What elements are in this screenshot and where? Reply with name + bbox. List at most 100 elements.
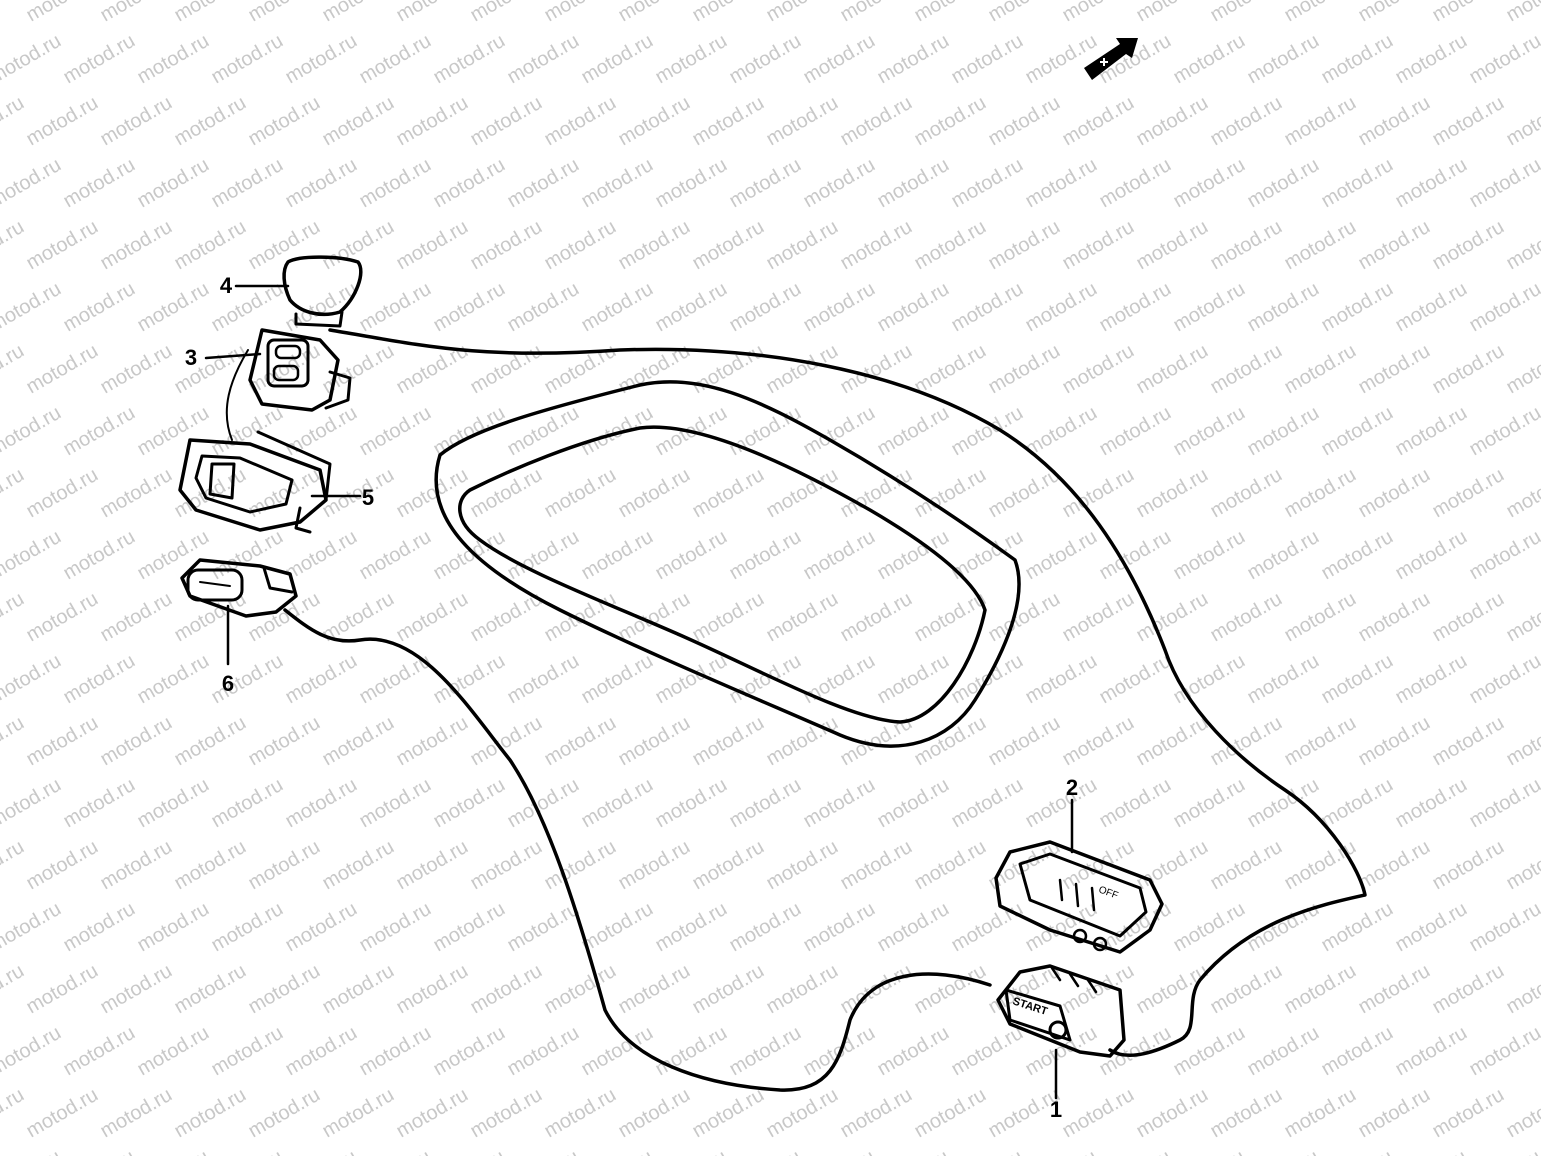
watermark-text: motod.ru [1244,898,1323,957]
part-6-switch [180,558,298,618]
watermark-text: motod.ru [245,960,324,1019]
watermark-text: motod.ru [1466,774,1541,833]
watermark-text: motod.ru [689,588,768,647]
watermark-text: motod.ru [541,216,620,275]
watermark-text: motod.ru [874,898,953,957]
watermark-text: motod.ru [578,278,657,337]
watermark-text: motod.ru [1244,278,1323,337]
watermark-text: motod.ru [1503,712,1541,771]
front-arrow-icon [1084,38,1138,80]
watermark-text: motod.ru [985,216,1064,275]
watermark-text: motod.ru [245,1084,324,1143]
watermark-text: motod.ru [97,1084,176,1143]
watermark-text: motod.ru [1392,278,1471,337]
watermark-text: motod.ru [541,712,620,771]
watermark-text: motod.ru [393,216,472,275]
watermark-text: motod.ru [763,836,842,895]
watermark-text: motod.ru [208,1146,287,1156]
watermark-text: motod.ru [985,92,1064,151]
watermark-text: motod.ru [578,402,657,461]
watermark-text: motod.ru [615,92,694,151]
watermark-text: motod.ru [171,960,250,1019]
watermark-text: motod.ru [541,0,620,26]
watermark-text: motod.ru [1059,464,1138,523]
watermark-text: motod.ru [0,216,28,275]
watermark-text: motod.ru [208,1022,287,1081]
watermark-text: motod.ru [1170,526,1249,585]
watermark-text: motod.ru [134,526,213,585]
watermark-text: motod.ru [0,712,28,771]
watermark-text: motod.ru [837,92,916,151]
watermark-text: motod.ru [689,712,768,771]
watermark-text: motod.ru [1133,464,1212,523]
watermark-text: motod.ru [1429,960,1508,1019]
watermark-text: motod.ru [1503,92,1541,151]
watermark-text: motod.ru [1281,216,1360,275]
watermark-text: motod.ru [652,154,731,213]
watermark-text: motod.ru [1429,464,1508,523]
watermark-text: motod.ru [689,340,768,399]
watermark-text: motod.ru [689,1084,768,1143]
watermark-text: motod.ru [726,30,805,89]
watermark-text: motod.ru [1281,712,1360,771]
watermark-text: motod.ru [393,92,472,151]
watermark-text: motod.ru [1355,588,1434,647]
watermark-text: motod.ru [0,836,28,895]
watermark-text: motod.ru [874,30,953,89]
watermark-text: motod.ru [504,278,583,337]
watermark-text: motod.ru [356,526,435,585]
watermark-text: motod.ru [97,340,176,399]
watermark-text: motod.ru [874,774,953,833]
watermark-text: motod.ru [1392,1022,1471,1081]
watermark-text: motod.ru [430,526,509,585]
watermark-text: motod.ru [60,402,139,461]
watermark-text: motod.ru [245,92,324,151]
watermark-text: motod.ru [60,898,139,957]
watermark-text: motod.ru [911,216,990,275]
watermark-text: motod.ru [97,92,176,151]
watermark-text: motod.ru [1133,960,1212,1019]
watermark-text: motod.ru [97,464,176,523]
watermark-text: motod.ru [541,340,620,399]
watermark-text: motod.ru [1429,712,1508,771]
watermark-text: motod.ru [726,650,805,709]
watermark-text: motod.ru [763,340,842,399]
watermark-text: motod.ru [356,1146,435,1156]
watermark-text: motod.ru [134,1022,213,1081]
watermark-text: motod.ru [1207,216,1286,275]
watermark-text: motod.ru [1133,216,1212,275]
watermark-text: motod.ru [356,278,435,337]
watermark-text: motod.ru [948,154,1027,213]
watermark-text: motod.ru [1244,650,1323,709]
watermark-text: motod.ru [208,898,287,957]
watermark-text: motod.ru [60,774,139,833]
watermark-text: motod.ru [1503,464,1541,523]
watermark-text: motod.ru [911,0,990,26]
watermark-text: motod.ru [1355,712,1434,771]
watermark-text: motod.ru [356,774,435,833]
watermark-text: motod.ru [208,774,287,833]
watermark-text: motod.ru [1244,1146,1323,1156]
watermark-text: motod.ru [1503,0,1541,26]
watermark-text: motod.ru [726,1022,805,1081]
watermark-text: motod.ru [1318,30,1397,89]
watermark-text: motod.ru [948,30,1027,89]
watermark-text: motod.ru [23,92,102,151]
callout-4: 4 [219,273,233,298]
watermark-text: motod.ru [541,588,620,647]
watermark-text: motod.ru [467,340,546,399]
watermark-text: motod.ru [0,464,28,523]
watermark-text: motod.ru [319,92,398,151]
watermark-text: motod.ru [1133,92,1212,151]
watermark-text: motod.ru [763,712,842,771]
watermark-text: motod.ru [985,588,1064,647]
watermark-text: motod.ru [0,0,28,26]
watermark-text: motod.ru [541,464,620,523]
watermark-text: motod.ru [319,1084,398,1143]
watermark-text: motod.ru [1096,278,1175,337]
watermark-text: motod.ru [1170,30,1249,89]
watermark-text: motod.ru [245,836,324,895]
watermark-text: motod.ru [1503,836,1541,895]
watermark-text: motod.ru [0,774,65,833]
watermark-text: motod.ru [726,1146,805,1156]
